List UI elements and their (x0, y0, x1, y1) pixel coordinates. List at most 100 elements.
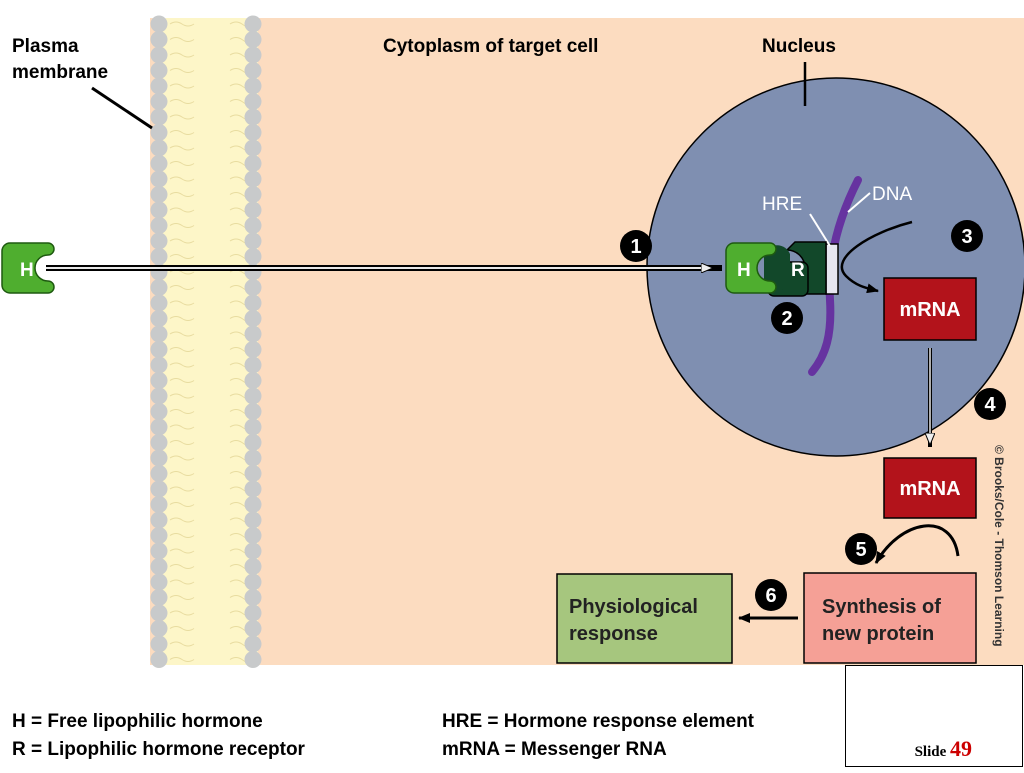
phospholipid-tail (169, 130, 246, 135)
copyright-text: © Brooks/Cole - Thomson Learning (992, 445, 1006, 647)
hre-element (825, 243, 839, 295)
phospholipid-head (244, 418, 262, 436)
phospholipid-head (150, 527, 168, 544)
legend-left: H = Free lipophilic hormone R = Lipophil… (12, 708, 305, 764)
phospholipid-tail (169, 595, 246, 600)
step-badge-4 (974, 388, 1006, 420)
phospholipid-head (150, 651, 168, 668)
phospholipid-head (150, 449, 168, 467)
mrna-cytoplasm-box: mRNA (883, 457, 977, 519)
step-badge-5 (845, 533, 877, 565)
free-hormone: H (1, 242, 55, 294)
phospholipid-head (244, 558, 262, 575)
phospholipid-tail (169, 393, 246, 399)
hre-label: HRE (762, 194, 802, 215)
phospholipid-tail (169, 424, 246, 430)
phospholipid-tail (169, 641, 246, 647)
phospholipid-head (150, 217, 168, 234)
phospholipid-head (244, 496, 262, 513)
phospholipid-head (244, 465, 262, 482)
phospholipid-tail (169, 362, 246, 368)
slide-number-value: 49 (950, 736, 972, 761)
phospholipid-head (244, 542, 262, 560)
phospholipid-head (244, 108, 262, 126)
phospholipid-tail (169, 517, 246, 523)
phospholipid-head (150, 310, 168, 327)
phospholipid-head (150, 294, 168, 312)
phospholipid-head (244, 15, 262, 33)
dna-strand (808, 176, 862, 376)
step-badge-label: 6 (765, 585, 776, 607)
phospholipid-head (244, 449, 262, 467)
phospholipid-head (150, 356, 168, 374)
phospholipid-head (150, 573, 168, 591)
phospholipid-tail (169, 161, 246, 166)
step-badge-1 (620, 230, 652, 262)
step-badge-label: 3 (961, 226, 972, 248)
phospholipid-tail (169, 347, 246, 352)
phospholipid-head (244, 620, 262, 637)
phospholipid-tail (169, 564, 246, 569)
phospholipid-tail (169, 83, 246, 89)
dna-pointer (847, 192, 871, 213)
phospholipid-head (150, 170, 168, 188)
phospholipid-head (244, 527, 262, 544)
plasma-membrane-label: Plasma membrane (12, 36, 109, 83)
step-badge-label: 4 (984, 394, 996, 416)
phospholipid-head (244, 480, 262, 498)
phospholipid-tail (169, 114, 246, 120)
phospholipid-tail (169, 579, 246, 585)
phospholipid-tail (169, 440, 246, 445)
phospholipid-head (150, 139, 168, 157)
cytoplasm-label: Cytoplasm of target cell (383, 36, 599, 57)
phospholipid-tail (169, 533, 246, 538)
nucleus-label: Nucleus (762, 36, 836, 57)
phospholipid-head (244, 77, 262, 95)
free-hormone-label: H (20, 260, 34, 281)
phospholipid-head (244, 155, 262, 172)
phospholipid-tail (169, 626, 246, 631)
phospholipid-head (244, 124, 262, 141)
phospholipid-head (150, 124, 168, 141)
phospholipid-tail (169, 548, 246, 554)
phospholipid-head (244, 186, 262, 203)
phospholipid-tail (169, 37, 246, 42)
phospholipid-head (150, 620, 168, 637)
phospholipid-head (150, 403, 168, 420)
membrane-tails (169, 21, 246, 662)
phospholipid-head (150, 418, 168, 436)
phospholipid-head (244, 387, 262, 405)
phospholipid-tail (169, 52, 246, 58)
phospholipid-head (150, 511, 168, 529)
phospholipid-head (244, 403, 262, 420)
step-badge-2 (771, 302, 803, 334)
phospholipid-head (150, 589, 168, 606)
phospholipid-head (150, 248, 168, 265)
phospholipid-head (150, 279, 168, 296)
mrna-nucleus-box: mRNA (883, 277, 977, 341)
phospholipid-head (244, 325, 262, 343)
phospholipid-tail (169, 254, 246, 259)
phospholipid-head (244, 341, 262, 358)
phospholipid-head (150, 31, 168, 48)
phospholipid-tail (169, 207, 246, 213)
phospholipid-head (244, 62, 262, 79)
phospholipid-head (244, 434, 262, 451)
plasma-membrane-pointer (91, 86, 153, 130)
slide-number-box: Slide 49 (845, 665, 1023, 767)
membrane-heads (150, 15, 262, 668)
legend-mrna: mRNA = Messenger RNA (442, 739, 667, 760)
phospholipid-tail (169, 99, 246, 104)
phospholipid-tail (169, 316, 246, 321)
phospholipid-head (150, 77, 168, 95)
phospholipid-head (244, 217, 262, 234)
transcription-arrow (840, 220, 913, 294)
phospholipid-head (150, 46, 168, 64)
phospholipid-tail (169, 610, 246, 616)
